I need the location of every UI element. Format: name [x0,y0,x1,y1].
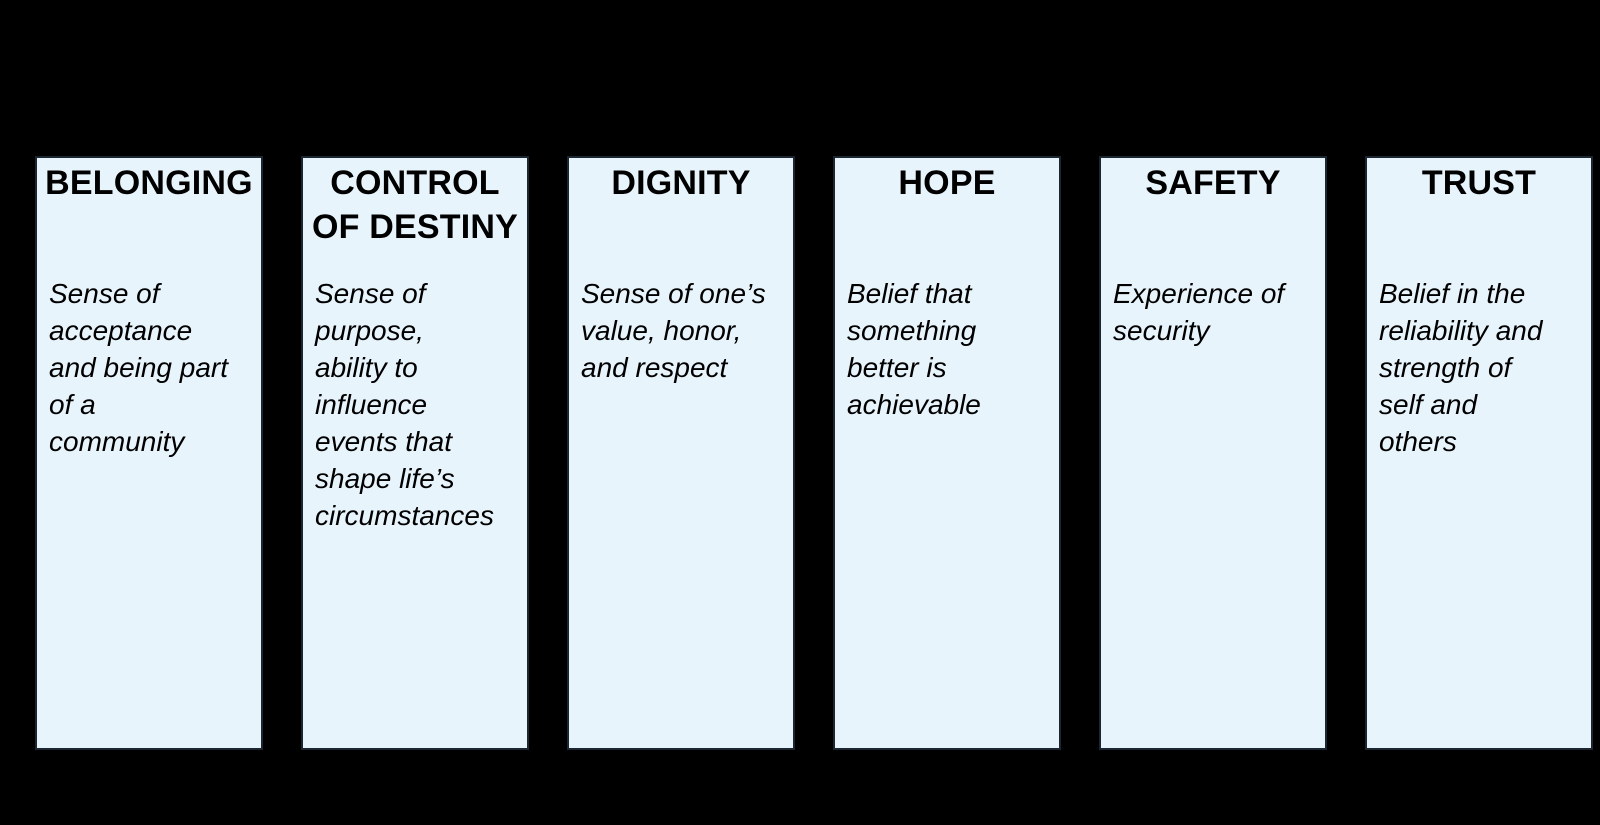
pillar-belonging: BELONGING Sense of acceptance and being … [35,156,263,750]
pillar-dignity: DIGNITY Sense of one’s value, honor, and… [567,156,795,750]
pillars-row: BELONGING Sense of acceptance and being … [35,156,1593,750]
pillar-control-of-destiny-title: CONTROL OF DESTINY [311,164,519,246]
pillar-hope-title: HOPE [898,164,996,202]
pillar-belonging-title: BELONGING [45,164,253,202]
pillar-dignity-title: DIGNITY [611,164,751,202]
pillar-trust-description: Belief in the reliability and strength o… [1379,278,1543,457]
pillar-dignity-description: Sense of one’s value, honor, and respect [581,278,766,383]
pillar-safety: SAFETY Experience of security [1099,156,1327,750]
pillar-control-of-destiny-description: Sense of purpose, ability to influence e… [315,278,494,531]
pillar-trust: TRUST Belief in the reliability and stre… [1365,156,1593,750]
pillar-safety-description: Experience of security [1113,278,1285,346]
pillar-control-of-destiny: CONTROL OF DESTINY Sense of purpose, abi… [301,156,529,750]
pillar-belonging-description: Sense of acceptance and being part of a … [49,278,229,457]
pillar-hope-description: Belief that something better is achievab… [847,278,981,420]
pillar-safety-title: SAFETY [1145,164,1281,202]
pillar-hope: HOPE Belief that something better is ach… [833,156,1061,750]
pillar-trust-title: TRUST [1421,164,1537,202]
